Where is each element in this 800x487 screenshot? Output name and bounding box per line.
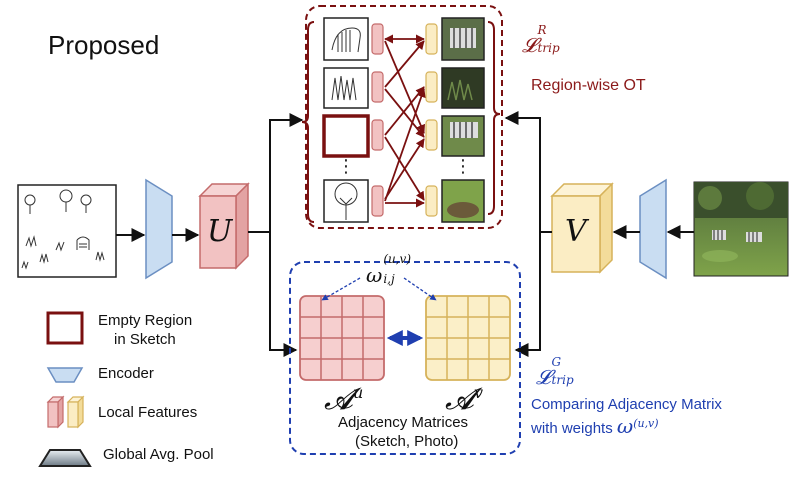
legend-empty-region-line2: in Sketch <box>114 331 176 348</box>
adjacency-caption-line2: (Sketch, Photo) <box>355 433 459 450</box>
weight-sub: i,j <box>383 272 395 286</box>
global-avg-pool-icon <box>38 449 92 467</box>
photo-feature-block-v <box>550 182 614 274</box>
sketch-input-image <box>17 184 117 278</box>
sketch-encoder-icon <box>145 178 173 280</box>
photo-region-patches <box>441 17 485 223</box>
sketch-ellipsis: ⋮ <box>337 156 355 177</box>
encoder-icon <box>46 367 84 383</box>
v-to-region-arrow <box>504 111 552 233</box>
graph-loss-caption-line1: Comparing Adjacency Matrix <box>531 396 722 413</box>
u-label: U <box>207 214 233 249</box>
empty-region-patch <box>322 114 370 158</box>
legend-encoder: Encoder <box>98 365 154 382</box>
v-label: V <box>565 214 587 249</box>
adjacency-box <box>289 261 521 455</box>
legend-local-features: Local Features <box>98 404 198 421</box>
region-ot-caption: Region-wise OT <box>531 77 646 94</box>
graph-loss-caption-text: with weights <box>531 420 613 437</box>
photo-ellipsis: ⋮ <box>454 156 472 177</box>
region-loss-symbol: 𝓛 <box>522 33 537 57</box>
region-ot-box <box>305 5 503 229</box>
sketch-adjacency-matrix <box>299 295 385 381</box>
graph-loss-symbol: 𝓛 <box>536 365 551 389</box>
weight-symbol: ω <box>366 263 383 287</box>
u-to-region-arrow <box>248 113 304 233</box>
region-loss-sup: R <box>537 23 547 37</box>
empty-region-icon <box>46 311 84 345</box>
graph-loss-sub: trip <box>551 373 574 387</box>
pairwise-weight-label: ω(u,v) i,j <box>366 252 416 288</box>
sketch-matrix-symbol: 𝓐 <box>324 382 353 417</box>
photo-encoder-icon <box>639 178 667 280</box>
sketch-local-feature-vectors <box>371 23 384 217</box>
region-left-brace <box>301 21 315 223</box>
photo-matrix-label: 𝓐v <box>445 382 483 417</box>
photo-local-feature-vectors <box>425 23 438 217</box>
sketch-feature-block-u <box>198 182 250 270</box>
sketch-region-patches <box>322 17 370 223</box>
legend-empty-region-line1: Empty Region <box>98 312 193 329</box>
v-to-adjacency-arrow <box>514 232 541 357</box>
ot-matching-arrows <box>384 34 426 208</box>
weight-dotted-arrows <box>321 277 437 301</box>
photo-matrix-sup: v <box>473 383 484 402</box>
graph-loss-caption-line2: with weights ω(u,v) <box>531 414 659 438</box>
photo-matrix-symbol: 𝓐 <box>445 382 474 417</box>
adjacency-caption-line1: Adjacency Matrices <box>338 414 469 431</box>
sketch-matrix-label: 𝓐u <box>324 382 363 417</box>
photo-input-image <box>693 181 789 277</box>
photo-adjacency-matrix <box>425 295 511 381</box>
graph-loss-caption-symbol: ω <box>616 414 634 438</box>
legend-global-avg-pool: Global Avg. Pool <box>103 446 214 463</box>
sketch-matrix-sup: u <box>352 383 364 402</box>
local-features-icon <box>46 395 85 429</box>
region-right-brace <box>487 21 501 215</box>
region-loss-sub: trip <box>537 41 560 55</box>
page-title: Proposed <box>48 30 160 60</box>
weight-sup: (u,v) <box>383 252 411 266</box>
u-to-adjacency-arrow <box>269 232 298 357</box>
graph-loss-caption-sup: (u,v) <box>633 417 659 430</box>
graph-loss-sup: G <box>551 355 562 369</box>
